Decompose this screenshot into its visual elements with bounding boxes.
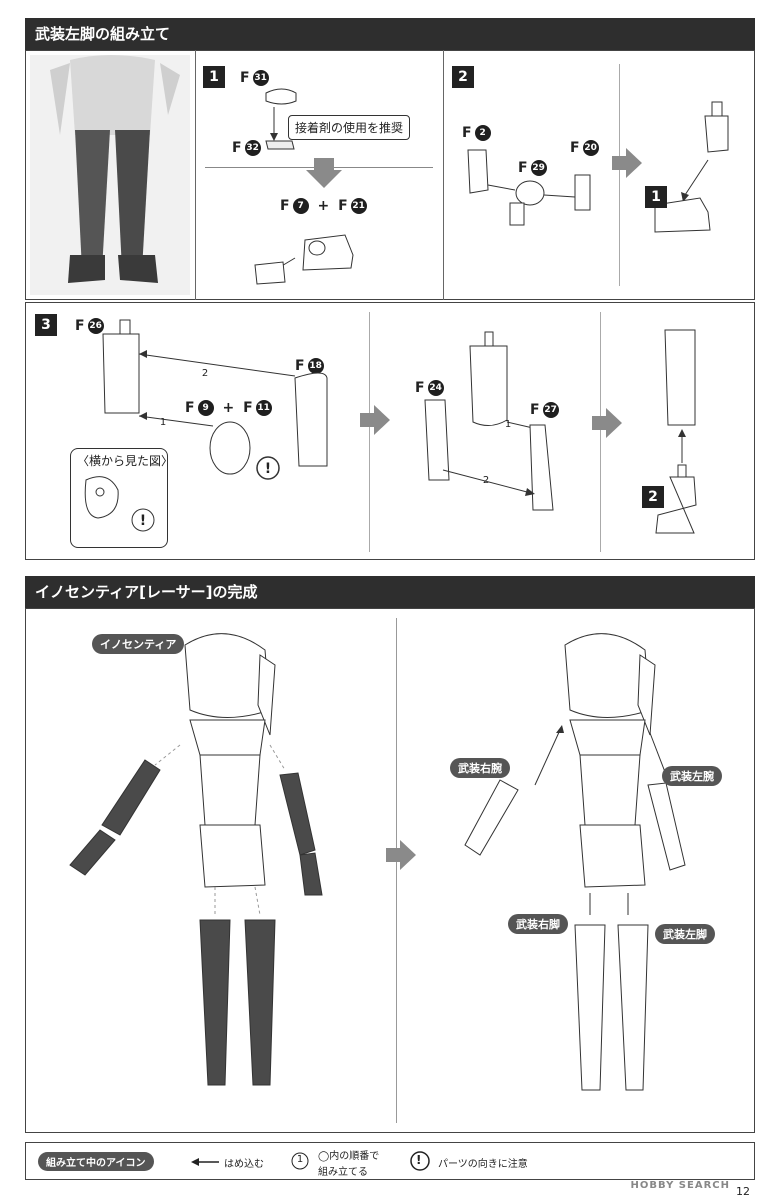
seq-badge-2b: 2 [482, 475, 490, 486]
step-number-1: 1 [203, 66, 225, 88]
label-armed-right-leg: 武装右脚 [508, 914, 568, 934]
page-number: 12 [736, 1185, 750, 1198]
ankle-parts-drawing [467, 149, 591, 226]
right-arrow-icon [612, 148, 642, 178]
legend-caution-text: パーツの向きに注意 [438, 1159, 528, 1170]
legend-seq-line2: 組み立てる [318, 1167, 368, 1178]
svg-text:!: ! [140, 513, 146, 529]
exploded-figure-drawing [69, 633, 323, 1086]
seq-badge-1: 1 [159, 417, 167, 428]
label-armed-left-arm: 武装左腕 [662, 766, 722, 786]
shin-parts-drawing [424, 331, 554, 511]
caution-icon: ! [256, 456, 280, 480]
legend-seq-line1: ◯内の順番で [318, 1151, 380, 1162]
down-arrow-icon [306, 158, 342, 188]
label-armed-right-arm: 武装右腕 [450, 758, 510, 778]
section-title-complete: イノセンティア[レーサー]の完成 [25, 576, 755, 608]
knee-parts-drawing [102, 319, 328, 475]
legend-insert-text: はめ込む [224, 1159, 264, 1170]
svg-text:!: ! [265, 461, 271, 477]
step-number-2: 2 [452, 66, 474, 88]
right-arrow-icon [592, 408, 622, 438]
section-title-left-leg: 武装左脚の組み立て [25, 18, 755, 50]
ref-step-2: 2 [642, 486, 664, 508]
watermark-logo: HOBBY SEARCH [630, 1180, 730, 1191]
legend-seq-number: 1 [296, 1154, 304, 1165]
seq-badge-2: 2 [201, 368, 209, 379]
right-arrow-icon [386, 840, 416, 870]
step-number-3: 3 [35, 314, 57, 336]
caution-legend-mark: ! [416, 1153, 422, 1167]
part-f31-drawing [265, 88, 297, 150]
ref-step-1: 1 [645, 186, 667, 208]
caution-legend-icon [410, 1151, 430, 1171]
label-armed-left-leg: 武装左脚 [655, 924, 715, 944]
complete-leg-drawing [655, 329, 697, 534]
legend-title: 組み立て中のアイコン [38, 1152, 154, 1171]
right-arrow-icon [360, 405, 390, 435]
foot-assembly-drawing [654, 101, 729, 233]
side-view-drawing: ! [84, 476, 155, 532]
seq-badge-1b: 1 [504, 419, 512, 430]
glue-recommend-callout: 接着剤の使用を推奨 [288, 115, 411, 140]
sequence-circle-icon [291, 1152, 309, 1170]
icon-legend: 組み立て中のアイコン はめ込む 1 ◯内の順番で 組み立てる ! パーツの向きに… [25, 1142, 755, 1180]
insert-arrow-icon [191, 1158, 219, 1166]
shoe-assembly-drawing [254, 234, 354, 285]
complete-figure-drawing [464, 633, 686, 1091]
character-label: イノセンティア [92, 634, 185, 654]
photo-armored-legs [30, 55, 190, 295]
